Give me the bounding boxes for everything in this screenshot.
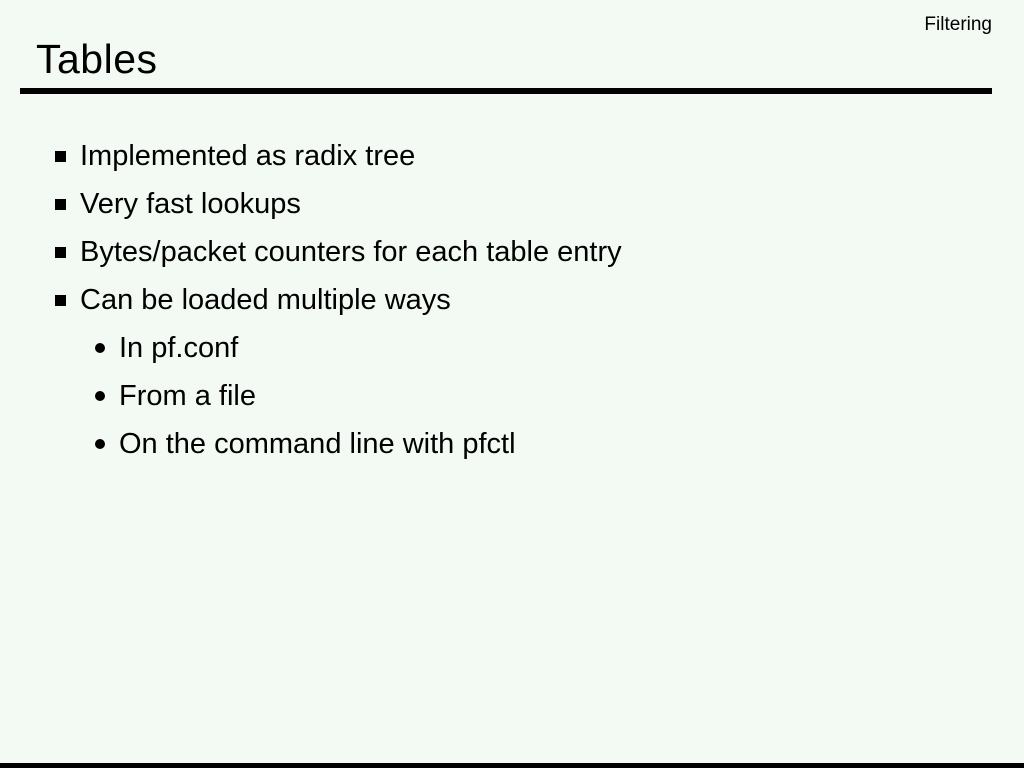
list-item: From a file bbox=[95, 372, 975, 420]
title-divider bbox=[20, 88, 992, 94]
bullet-text: Can be loaded multiple ways bbox=[80, 283, 451, 316]
bottom-edge-bar bbox=[0, 763, 1024, 768]
slide-context-label: Filtering bbox=[924, 14, 992, 35]
square-bullet-icon bbox=[55, 150, 66, 162]
dot-bullet-icon bbox=[95, 343, 105, 353]
list-item: Can be loaded multiple ways bbox=[55, 276, 975, 324]
list-item: Very fast lookups bbox=[55, 180, 975, 228]
bullet-text: On the command line with pfctl bbox=[119, 427, 516, 460]
list-item: In pf.conf bbox=[95, 324, 975, 372]
dot-bullet-icon bbox=[95, 439, 105, 449]
bullet-text: In pf.conf bbox=[119, 331, 239, 364]
bullet-text: From a file bbox=[119, 379, 256, 412]
bullet-text: Bytes/packet counters for each table ent… bbox=[80, 235, 622, 268]
page-title: Tables bbox=[36, 36, 158, 82]
dot-bullet-icon bbox=[95, 391, 105, 401]
square-bullet-icon bbox=[55, 294, 66, 306]
bullet-text: Very fast lookups bbox=[80, 187, 301, 220]
bullet-text: Implemented as radix tree bbox=[80, 139, 416, 172]
list-item: On the command line with pfctl bbox=[95, 420, 975, 468]
list-item: Implemented as radix tree bbox=[55, 132, 975, 180]
list-item: Bytes/packet counters for each table ent… bbox=[55, 228, 975, 276]
square-bullet-icon bbox=[55, 246, 66, 258]
square-bullet-icon bbox=[55, 198, 66, 210]
